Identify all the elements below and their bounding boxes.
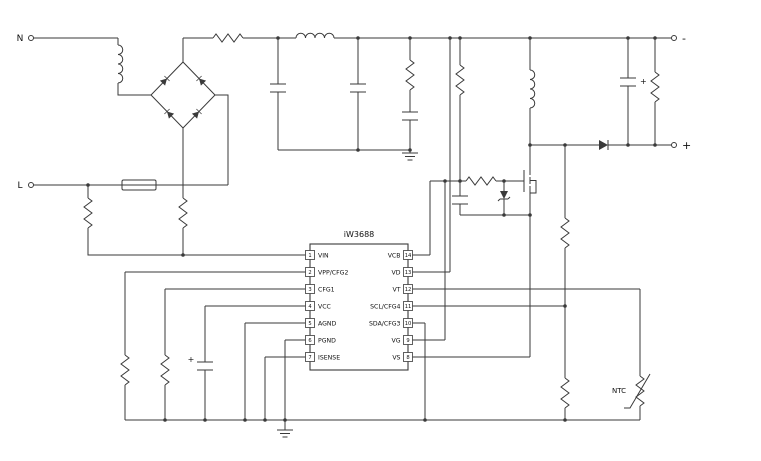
ground-symbol	[276, 429, 294, 438]
pin-box	[403, 267, 413, 277]
startup-resistor	[83, 197, 93, 229]
config-resistor	[160, 354, 170, 386]
pin-number: 3	[308, 287, 311, 293]
pin-number: 5	[308, 321, 311, 327]
pin-box	[305, 301, 315, 311]
power-inductor	[529, 69, 536, 109]
mosfet	[523, 168, 537, 194]
pin-label-agnd: AGND	[318, 320, 337, 327]
wires-dc-bus	[183, 37, 672, 272]
pin-box	[403, 284, 413, 294]
pin-label-sda-cfg3: SDA/CFG3	[369, 320, 401, 327]
bridge-rectifier	[150, 61, 216, 129]
wires-ic-left	[124, 271, 306, 430]
pin-box	[305, 267, 315, 277]
pin-label-cfg1: CFG1	[318, 286, 335, 293]
label-line: L	[17, 181, 22, 191]
gate-resistor	[465, 176, 497, 186]
pin-number: 11	[405, 304, 412, 310]
load-resistor	[650, 71, 660, 103]
pin-number: 2	[308, 270, 311, 276]
wires-ac-input	[33, 37, 306, 256]
pin-label-vcb: VCB	[388, 252, 401, 259]
pin-number: 6	[308, 338, 311, 344]
pin-label-vin: VIN	[318, 252, 329, 259]
ground-symbol	[401, 152, 419, 161]
pin-box	[305, 284, 315, 294]
bias-resistor	[455, 64, 465, 96]
pin-box	[403, 301, 413, 311]
pin-box	[403, 250, 413, 260]
divider-lower-resistor	[560, 377, 570, 409]
divider-resistor	[405, 59, 415, 91]
ic-iw3688: iW3688 1 2 3 4 5 6 7 14 13 12 11 10 9 8 …	[305, 230, 413, 371]
label-output-negative: -	[682, 32, 686, 45]
pin-box	[403, 352, 413, 362]
pin-number: 1	[308, 253, 311, 259]
terminal-line	[28, 182, 34, 188]
pin-number: 9	[406, 338, 409, 344]
pin-box	[305, 335, 315, 345]
pin-label-vs: VS	[392, 354, 400, 361]
pin-label-vd: VD	[392, 269, 401, 276]
ic-title: iW3688	[344, 230, 375, 239]
pin-box	[305, 318, 315, 328]
config-resistor	[120, 354, 130, 386]
series-resistor	[212, 33, 244, 43]
pin-number: 4	[308, 304, 312, 310]
emi-choke-inductor	[117, 44, 124, 84]
pin-label-scl-cfg4: SCL/CFG4	[370, 303, 400, 310]
pin-number: 8	[406, 355, 409, 361]
pin-number: 14	[405, 253, 412, 259]
fuse	[121, 179, 157, 191]
pin-number: 13	[405, 270, 412, 276]
gate-capacitor	[451, 195, 469, 205]
pin-label-vcc: VCC	[318, 303, 331, 310]
filter-inductor	[295, 32, 335, 39]
pin-number: 12	[405, 287, 412, 293]
pin-box	[403, 335, 413, 345]
output-diode	[598, 139, 609, 151]
divider-upper-resistor	[560, 217, 570, 249]
filter-capacitor	[269, 83, 287, 93]
pin-label-vt: VT	[392, 286, 400, 293]
label-output-positive: +	[682, 139, 691, 152]
divider-capacitor	[401, 111, 419, 121]
pin-box	[305, 352, 315, 362]
ic-body	[309, 243, 409, 371]
terminal-output-negative	[671, 35, 677, 41]
pin-label-isense: ISENSE	[318, 354, 340, 361]
pin-number: 10	[405, 321, 412, 327]
label-neutral: N	[17, 34, 24, 44]
gate-zener-diode	[497, 191, 511, 202]
terminal-neutral	[28, 35, 34, 41]
filter-capacitor	[349, 83, 367, 93]
pin-label-pgnd: PGND	[318, 337, 336, 344]
label-ntc: NTC	[612, 387, 626, 395]
label-vcc-cap-polarity: +	[188, 355, 195, 364]
ntc-thermistor	[624, 373, 651, 409]
terminal-output-positive	[671, 142, 677, 148]
wires-gate-drive	[429, 180, 531, 357]
pin-label-vg: VG	[391, 337, 400, 344]
pin-number: 7	[308, 355, 311, 361]
vcc-capacitor	[196, 361, 214, 371]
wires-ic-right	[412, 145, 641, 420]
pin-label-vpp-cfg2: VPP/CFG2	[318, 269, 348, 276]
pin-box	[403, 318, 413, 328]
output-capacitor	[619, 77, 637, 87]
label-out-cap-polarity: +	[640, 77, 647, 86]
startup-resistor	[178, 197, 188, 229]
pin-box	[305, 250, 315, 260]
